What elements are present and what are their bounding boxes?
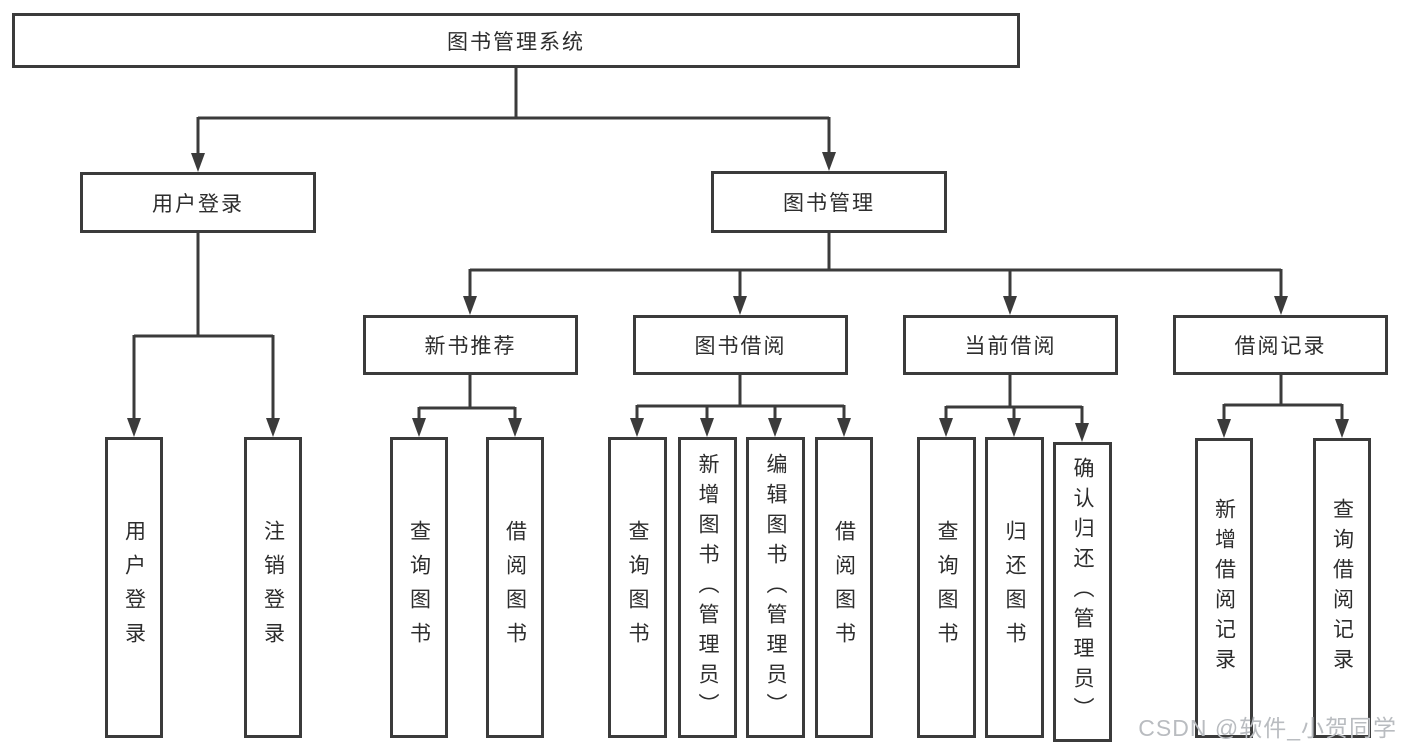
leaf-return-book: 归还图书 xyxy=(985,437,1044,738)
node-book-management: 图书管理 xyxy=(711,171,947,233)
leaf-logout: 注销登录 xyxy=(244,437,302,738)
leaf-user-login: 用户登录 xyxy=(105,437,163,738)
leaf-borrow-books: 借阅图书 xyxy=(815,437,873,738)
node-borrowing-records: 借阅记录 xyxy=(1173,315,1388,375)
node-new-book-recommend: 新书推荐 xyxy=(363,315,578,375)
node-current-borrowing: 当前借阅 xyxy=(903,315,1118,375)
leaf-query-borrow-record: 查询借阅记录 xyxy=(1313,438,1371,738)
leaf-query-books-current: 查询图书 xyxy=(917,437,976,738)
node-book-borrowing: 图书借阅 xyxy=(633,315,848,375)
csdn-watermark: CSDN @软件_小贺同学 xyxy=(1138,715,1397,741)
leaf-edit-book-admin: 编辑图书（管理员） xyxy=(746,437,805,738)
leaf-borrow-books-recommend: 借阅图书 xyxy=(486,437,544,738)
leaf-add-borrow-record: 新增借阅记录 xyxy=(1195,438,1253,738)
leaf-add-book-admin: 新增图书（管理员） xyxy=(678,437,737,738)
node-user-login: 用户登录 xyxy=(80,172,316,233)
leaf-confirm-return-admin: 确认归还（管理员） xyxy=(1053,442,1112,742)
leaf-query-books-borrowing: 查询图书 xyxy=(608,437,667,738)
node-root-library-system: 图书管理系统 xyxy=(12,13,1020,68)
leaf-query-books-recommend: 查询图书 xyxy=(390,437,448,738)
